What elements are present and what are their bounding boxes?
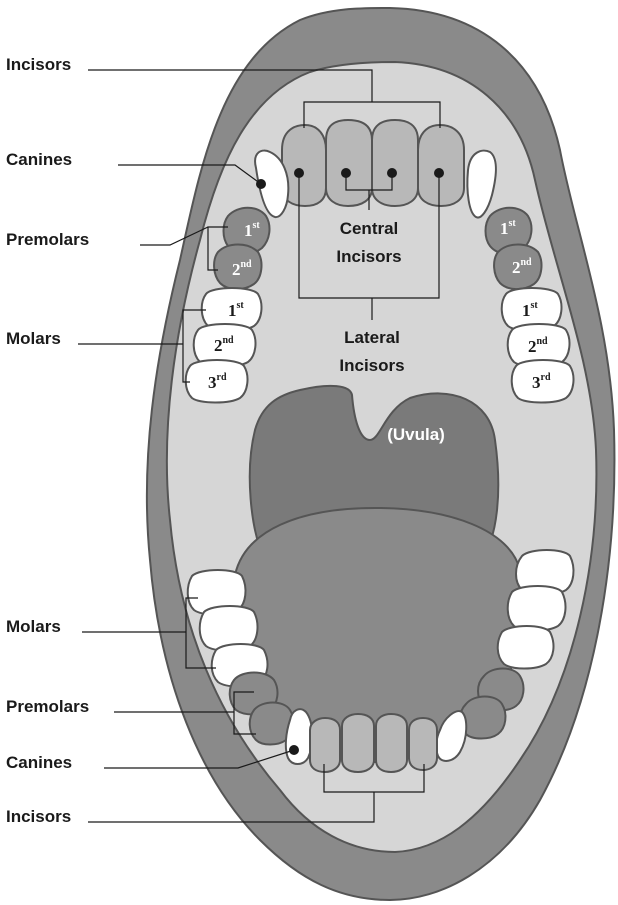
- lower-canine-tooth: [286, 709, 312, 764]
- label-lower-molars: Molars: [6, 617, 61, 636]
- label-lower-incisors: Incisors: [6, 807, 71, 826]
- lower-molar-tooth: [498, 626, 554, 669]
- label-lateral-line1: Lateral: [344, 328, 400, 347]
- label-upper-molars: Molars: [6, 329, 61, 348]
- label-lateral-line2: Incisors: [339, 356, 404, 375]
- lower-incisor-tooth: [409, 718, 437, 770]
- label-upper-incisors: Incisors: [6, 55, 71, 74]
- lower-incisor-tooth: [342, 714, 374, 772]
- label-lower-premolars: Premolars: [6, 697, 89, 716]
- label-upper-canines: Canines: [6, 150, 72, 169]
- upper-incisor-tooth: [326, 120, 372, 206]
- label-central-line1: Central: [340, 219, 399, 238]
- upper-incisor-tooth: [372, 120, 418, 206]
- upper-incisor-tooth: [418, 125, 464, 206]
- label-uvula: (Uvula): [387, 425, 445, 444]
- label-upper-premolars: Premolars: [6, 230, 89, 249]
- label-central-line2: Incisors: [336, 247, 401, 266]
- label-lower-canines: Canines: [6, 753, 72, 772]
- lower-incisor-tooth: [376, 714, 407, 772]
- lower-molar-tooth: [508, 586, 566, 631]
- lower-incisor-tooth: [310, 718, 340, 772]
